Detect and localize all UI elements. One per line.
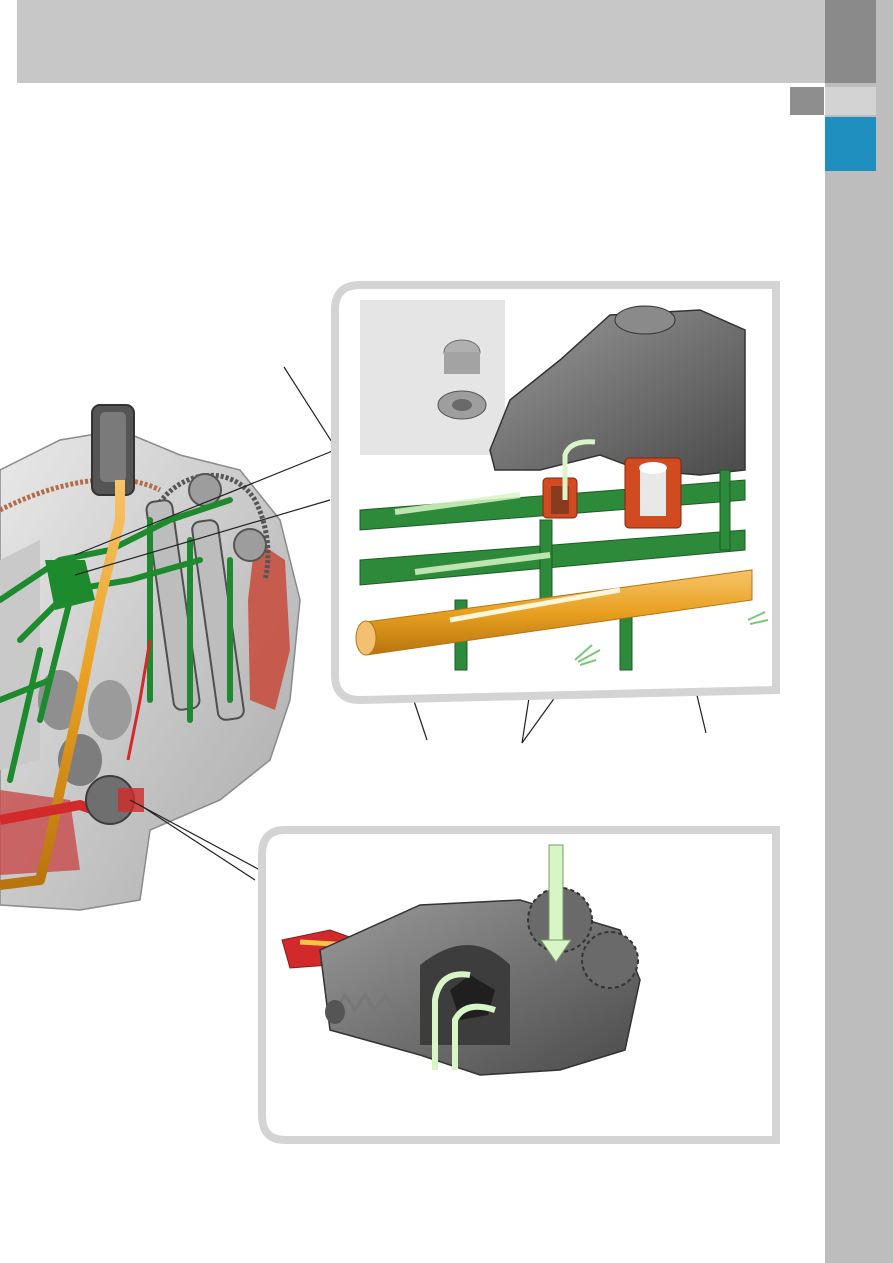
header-bar <box>17 0 825 83</box>
chapter-tab-light <box>825 87 876 115</box>
side-strip <box>825 0 893 1263</box>
chapter-tab-active <box>825 117 876 171</box>
engine-cutaway <box>0 404 301 911</box>
chapter-tab-edge <box>876 117 893 171</box>
detail-callout-gallery <box>331 281 780 705</box>
chapter-tab-top <box>825 0 876 83</box>
detail-callout-oil-pump <box>258 826 780 1144</box>
chapter-tab-small <box>790 87 824 115</box>
